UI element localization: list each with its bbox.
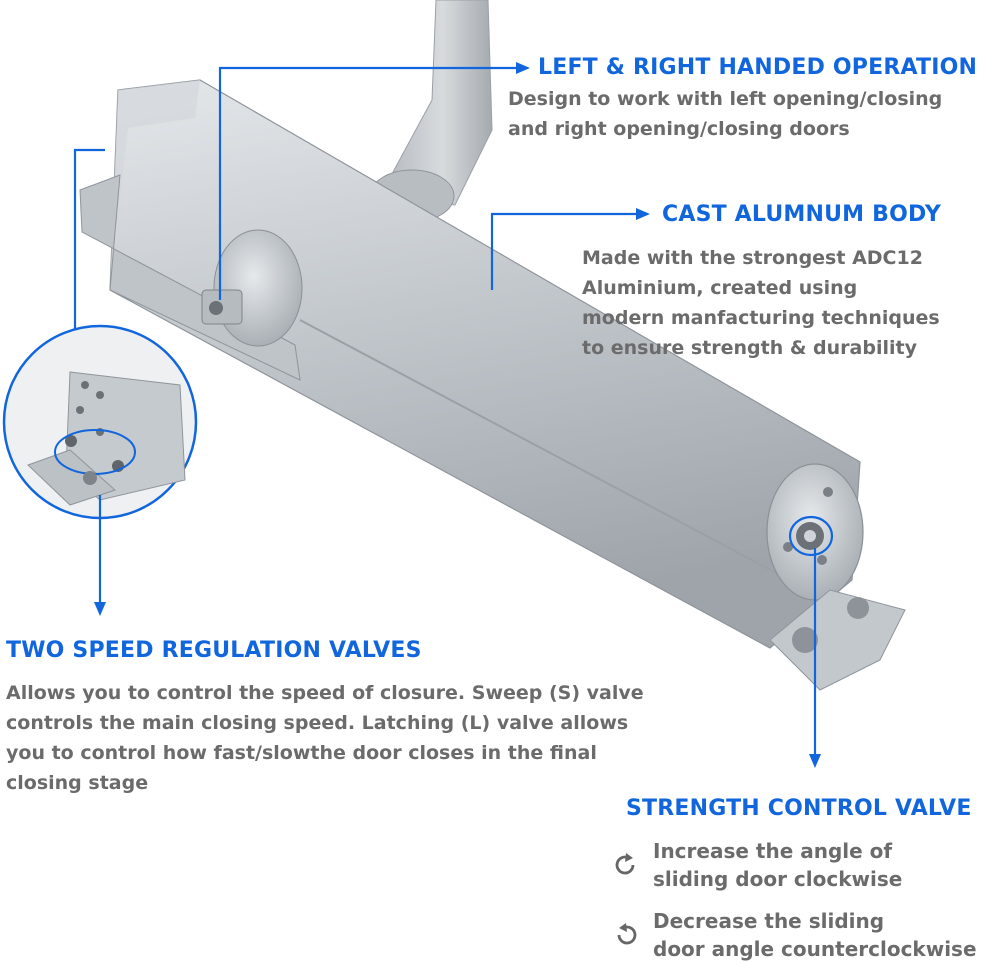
cast-body-title: CAST ALUMNUM BODY — [662, 202, 941, 227]
speed-description-line: closing stage — [6, 772, 149, 794]
body-description-line: Made with the strongest ADC12 — [582, 247, 923, 269]
speed-valves-description: Allows you to control the speed of closu… — [6, 678, 644, 798]
counterclockwise-arrow-icon — [617, 923, 637, 945]
handed-operation-description: Design to work with left opening/closing… — [508, 84, 942, 144]
body-description-line: to ensure strength & durability — [582, 337, 917, 359]
decrease-line: door angle counterclockwise — [653, 937, 977, 961]
speed-description-line: Allows you to control the speed of closu… — [6, 682, 644, 704]
body-description-line: Aluminium, created using — [582, 277, 858, 299]
clockwise-arrow-icon — [615, 853, 635, 875]
closer-body — [79, 79, 906, 691]
body-description-line: modern manfacturing techniques — [582, 307, 940, 329]
speed-description-line: controls the main closing speed. Latchin… — [6, 712, 629, 734]
speed-description-line: you to control how fast/slowthe door clo… — [6, 742, 597, 764]
decrease-angle-text: Decrease the sliding door angle counterc… — [653, 907, 977, 963]
valve-inset — [2, 324, 198, 520]
strength-valve-title: STRENGTH CONTROL VALVE — [626, 796, 972, 821]
decrease-line: Decrease the sliding — [653, 909, 885, 933]
handed-description-line: and right opening/closing doors — [508, 118, 850, 140]
increase-line: Increase the angle of — [653, 839, 893, 863]
cast-body-description: Made with the strongest ADC12 Aluminium,… — [582, 243, 940, 363]
handed-description-line: Design to work with left opening/closing — [508, 88, 943, 110]
increase-angle-text: Increase the angle of sliding door clock… — [653, 837, 902, 893]
handed-operation-title: LEFT & RIGHT HANDED OPERATION — [538, 55, 978, 80]
increase-line: sliding door clockwise — [653, 867, 903, 891]
leader-lines — [73, 62, 834, 768]
speed-valves-title: TWO SPEED REGULATION VALVES — [6, 638, 422, 663]
